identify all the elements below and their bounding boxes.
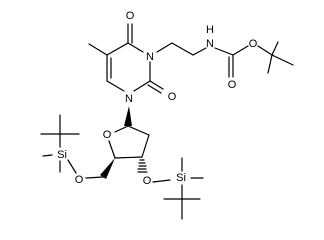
atom-si-right: Si	[176, 172, 186, 184]
atom-o-c2: O	[168, 91, 177, 103]
atom-o-c4: O	[126, 10, 135, 22]
bond-ch2-ch2	[171, 42, 194, 56]
bond-c2-o-double	[147, 84, 162, 94]
bond-c6-n1	[106, 80, 125, 92]
bond-c4prime-c3prime	[114, 156, 143, 159]
bond-ch2-nh	[192, 47, 207, 56]
atom-n3: N	[146, 51, 154, 63]
bond-o3prime-si	[152, 179, 171, 183]
atom-si-left: Si	[57, 149, 67, 161]
bond-n1-c2	[133, 80, 151, 92]
hash-c3prime-o3prime	[137, 159, 148, 173]
bonds	[40, 23, 294, 220]
atom-o-3prime: O	[143, 175, 152, 187]
bond-o5prime-si	[67, 159, 77, 174]
bond-c4-c5	[106, 42, 129, 56]
atom-labels: N N N H O O O O O O O Si Si	[57, 10, 258, 187]
bond-c-o-ester	[232, 45, 249, 56]
bond-cq-me-down	[267, 54, 273, 74]
bond-n3-c4	[127, 42, 144, 53]
atom-o-furanose: O	[103, 129, 112, 141]
atom-h-carbamate: H	[206, 24, 214, 36]
atom-n-carbamate: N	[206, 38, 214, 50]
bond-c5-methyl	[88, 43, 108, 56]
wedge-n1-c1prime	[124, 106, 132, 126]
bond-n3-ch2	[156, 42, 173, 53]
bond-c1prime-o4prime	[114, 125, 129, 133]
atom-o-ester: O	[249, 38, 258, 50]
wedge-c4prime-c5prime	[100, 158, 115, 179]
atom-o-5prime: O	[75, 174, 84, 186]
bond-o4prime-c4prime	[108, 140, 116, 159]
bond-c2prime-c1prime	[127, 125, 150, 136]
bond-nh-c	[214, 47, 234, 56]
atom-n1: N	[125, 93, 133, 105]
bond-c5prime-o5prime	[85, 176, 104, 179]
bond-o-cq	[257, 45, 273, 56]
bond-c2-o	[149, 80, 164, 90]
bond-c3prime-c2prime	[141, 134, 150, 158]
bond-cq-me-up	[271, 41, 279, 56]
bond-si-me-left	[42, 154, 53, 157]
bond-cq-me-right	[271, 54, 294, 66]
atom-o-carbonyl: O	[228, 79, 237, 91]
